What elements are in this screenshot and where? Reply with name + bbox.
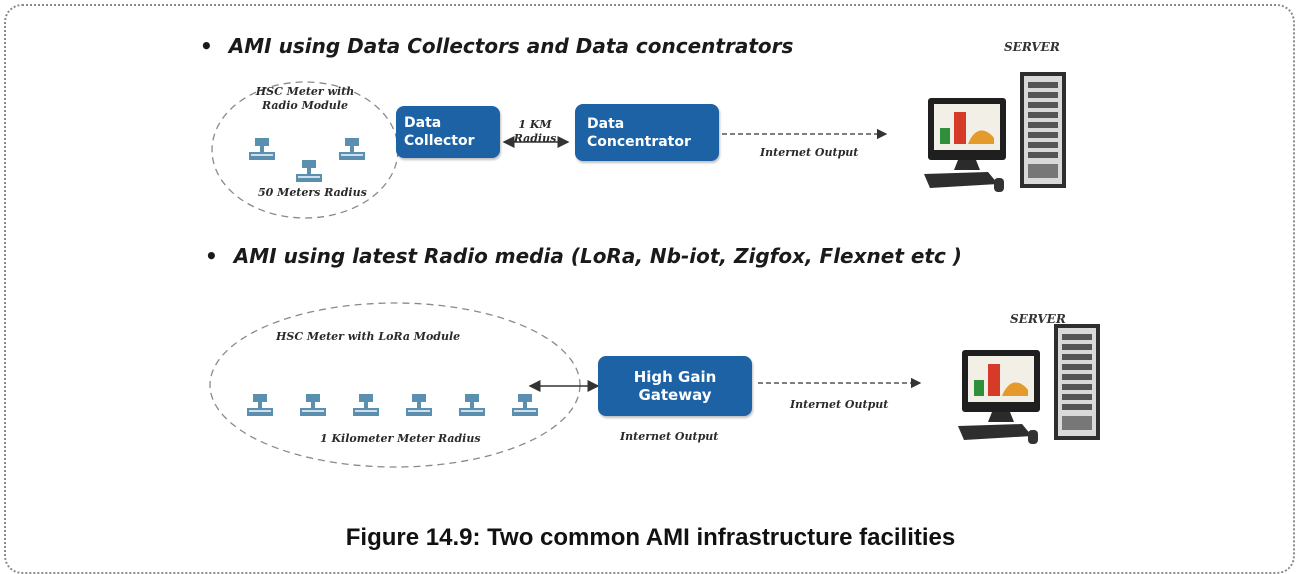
bullet-icon: • bbox=[205, 244, 218, 268]
meter-icon bbox=[459, 394, 485, 416]
meter-icon bbox=[247, 394, 273, 416]
meter-icon bbox=[353, 394, 379, 416]
output-label-1: Internet Output bbox=[760, 146, 859, 159]
server-label-1: SERVER bbox=[1004, 40, 1060, 54]
gateway-output-label: Internet Output bbox=[620, 430, 719, 443]
server-computer-icon bbox=[924, 72, 1066, 192]
meter-title-1: HSC Meter with Radio Module bbox=[255, 85, 355, 112]
data-concentrator-box: Data Concentrator bbox=[575, 104, 719, 161]
radius-label-2: 1 Kilometer Meter Radius bbox=[320, 432, 481, 445]
radius-label-1: 50 Meters Radius bbox=[258, 186, 367, 199]
server-computer-icon bbox=[958, 324, 1100, 444]
meter-title-2: HSC Meter with LoRa Module bbox=[276, 330, 461, 343]
meter-icon bbox=[300, 394, 326, 416]
server-label-2: SERVER bbox=[1010, 312, 1066, 326]
figure-caption: Figure 14.9: Two common AMI infrastructu… bbox=[345, 524, 956, 551]
high-gain-gateway-box: High Gain Gateway bbox=[598, 356, 752, 416]
meter-icon bbox=[512, 394, 538, 416]
section1-bullet: •AMI using Data Collectors and Data conc… bbox=[200, 34, 794, 58]
meter-icon bbox=[339, 138, 365, 160]
meter-icon bbox=[249, 138, 275, 160]
meter-icon bbox=[406, 394, 432, 416]
output-label-2: Internet Output bbox=[790, 398, 889, 411]
link-label-1: 1 KM Radius bbox=[513, 118, 557, 145]
section2-bullet: •AMI using latest Radio media (LoRa, Nb-… bbox=[205, 244, 962, 268]
bullet-icon: • bbox=[200, 34, 213, 58]
data-collector-box: Data Collector bbox=[396, 106, 500, 158]
meter-icon bbox=[296, 160, 322, 182]
